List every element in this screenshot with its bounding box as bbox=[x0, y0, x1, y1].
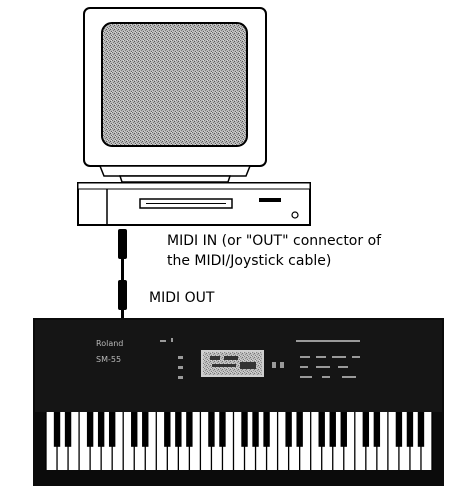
black-key bbox=[330, 412, 336, 447]
keyboard-model: SM-55 bbox=[96, 355, 121, 364]
black-key bbox=[208, 412, 214, 447]
keyboard: Roland SM-55 bbox=[33, 318, 444, 486]
midi-cable bbox=[118, 229, 127, 318]
keyboard-brand: Roland bbox=[96, 339, 123, 348]
midi-out-label: MIDI OUT bbox=[149, 289, 214, 308]
black-key bbox=[252, 412, 258, 447]
power-light bbox=[259, 198, 281, 202]
black-key bbox=[142, 412, 148, 447]
black-key bbox=[241, 412, 247, 447]
midi-in-plug bbox=[118, 229, 127, 259]
system-unit bbox=[78, 183, 310, 225]
black-key bbox=[186, 412, 192, 447]
midi-in-label-line2: the MIDI/Joystick cable) bbox=[167, 252, 331, 271]
black-key bbox=[164, 412, 170, 447]
black-key bbox=[131, 412, 137, 447]
midi-in-label-line1: MIDI IN (or "OUT" connector of bbox=[167, 232, 381, 251]
black-key bbox=[418, 412, 424, 447]
black-key bbox=[98, 412, 104, 447]
monitor-screen bbox=[102, 23, 247, 146]
midi-out-plug bbox=[118, 280, 127, 310]
black-key bbox=[363, 412, 369, 447]
black-key bbox=[407, 412, 413, 447]
black-key bbox=[319, 412, 325, 447]
black-key bbox=[263, 412, 269, 447]
black-key bbox=[285, 412, 291, 447]
black-key bbox=[87, 412, 93, 447]
black-key bbox=[341, 412, 347, 447]
black-key bbox=[374, 412, 380, 447]
black-key bbox=[54, 412, 60, 447]
black-key bbox=[109, 412, 115, 447]
black-key bbox=[175, 412, 181, 447]
monitor bbox=[84, 8, 266, 182]
black-key bbox=[219, 412, 225, 447]
computer bbox=[78, 8, 310, 225]
black-key bbox=[65, 412, 71, 447]
black-key bbox=[296, 412, 302, 447]
black-key bbox=[396, 412, 402, 447]
power-button bbox=[292, 212, 298, 218]
